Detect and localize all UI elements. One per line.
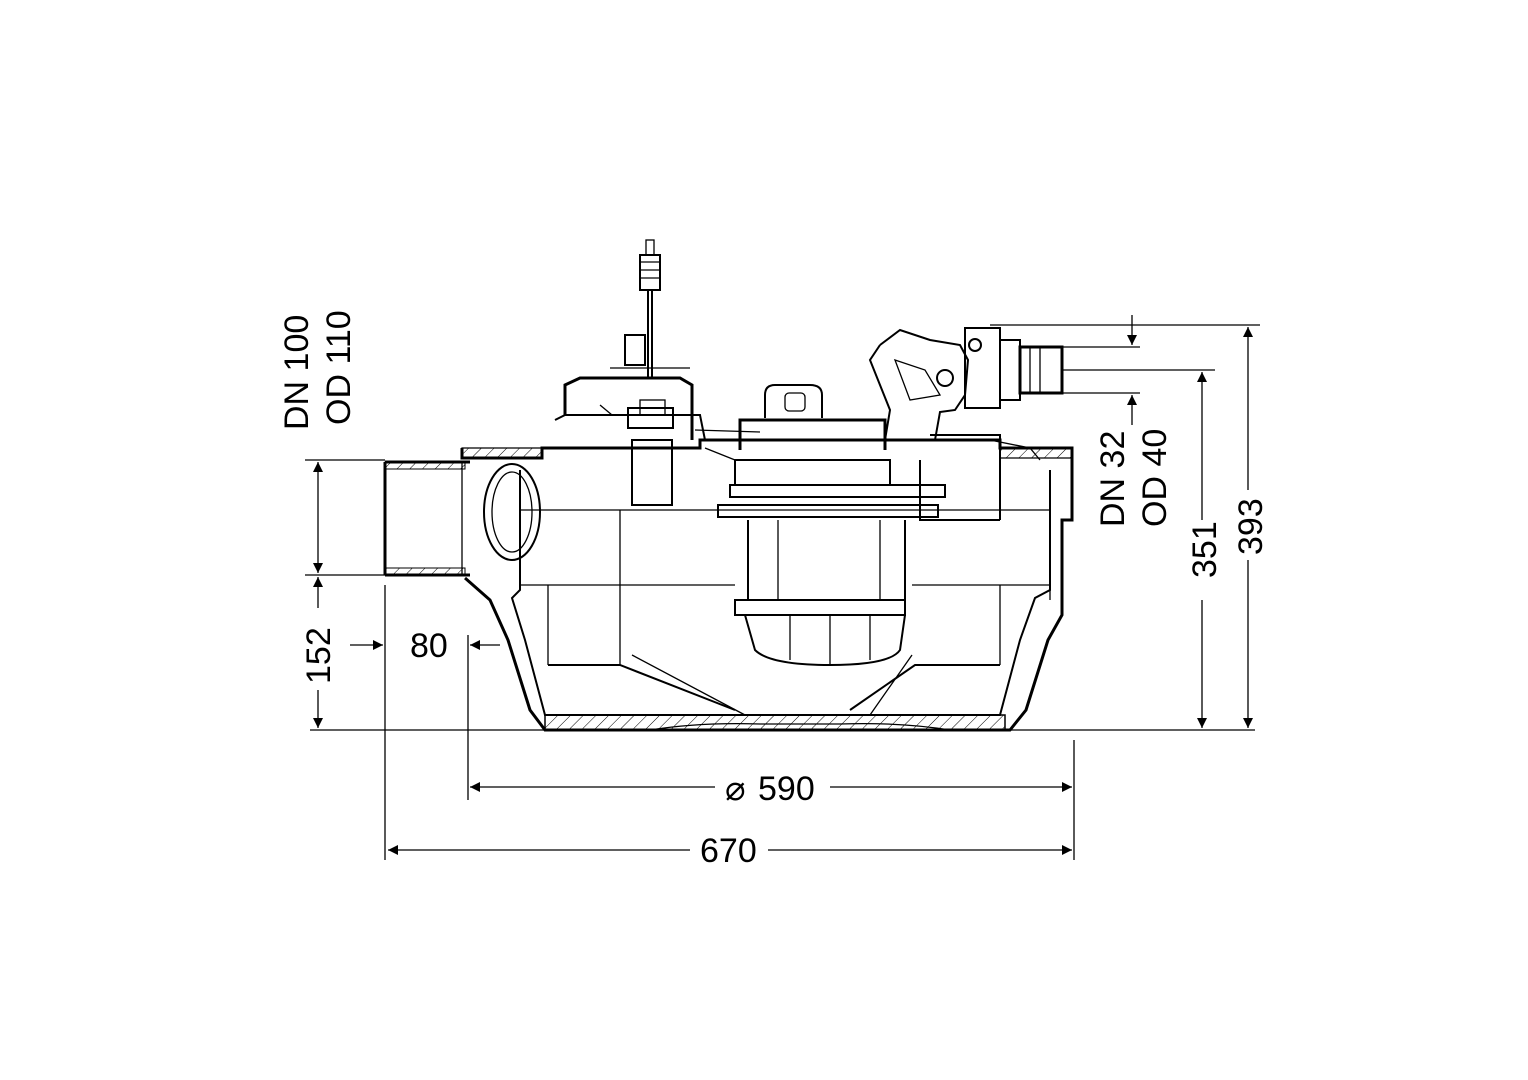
height-outlet-label: 351 — [1186, 521, 1224, 578]
diameter-label: 590 — [758, 770, 815, 808]
inlet-offset-label: 80 — [410, 627, 448, 665]
outlet-od-label: OD 40 — [1136, 429, 1174, 527]
inlet-height-label: 152 — [300, 627, 338, 684]
pump-unit — [694, 384, 946, 667]
diameter-symbol: ⌀ — [725, 770, 745, 808]
outlet-dn-label: DN 32 — [1094, 431, 1132, 527]
outlet-valve — [868, 327, 1064, 521]
tank-body — [460, 438, 1074, 732]
inlet-od-label: OD 110 — [320, 310, 358, 425]
inlet-pipe — [383, 460, 541, 577]
dimension-lines — [305, 315, 1260, 860]
inlet-dn-label: DN 100 — [278, 315, 316, 430]
overall-width-label: 670 — [700, 832, 757, 870]
control-unit-left — [554, 239, 706, 506]
height-overall-label: 393 — [1232, 498, 1270, 555]
